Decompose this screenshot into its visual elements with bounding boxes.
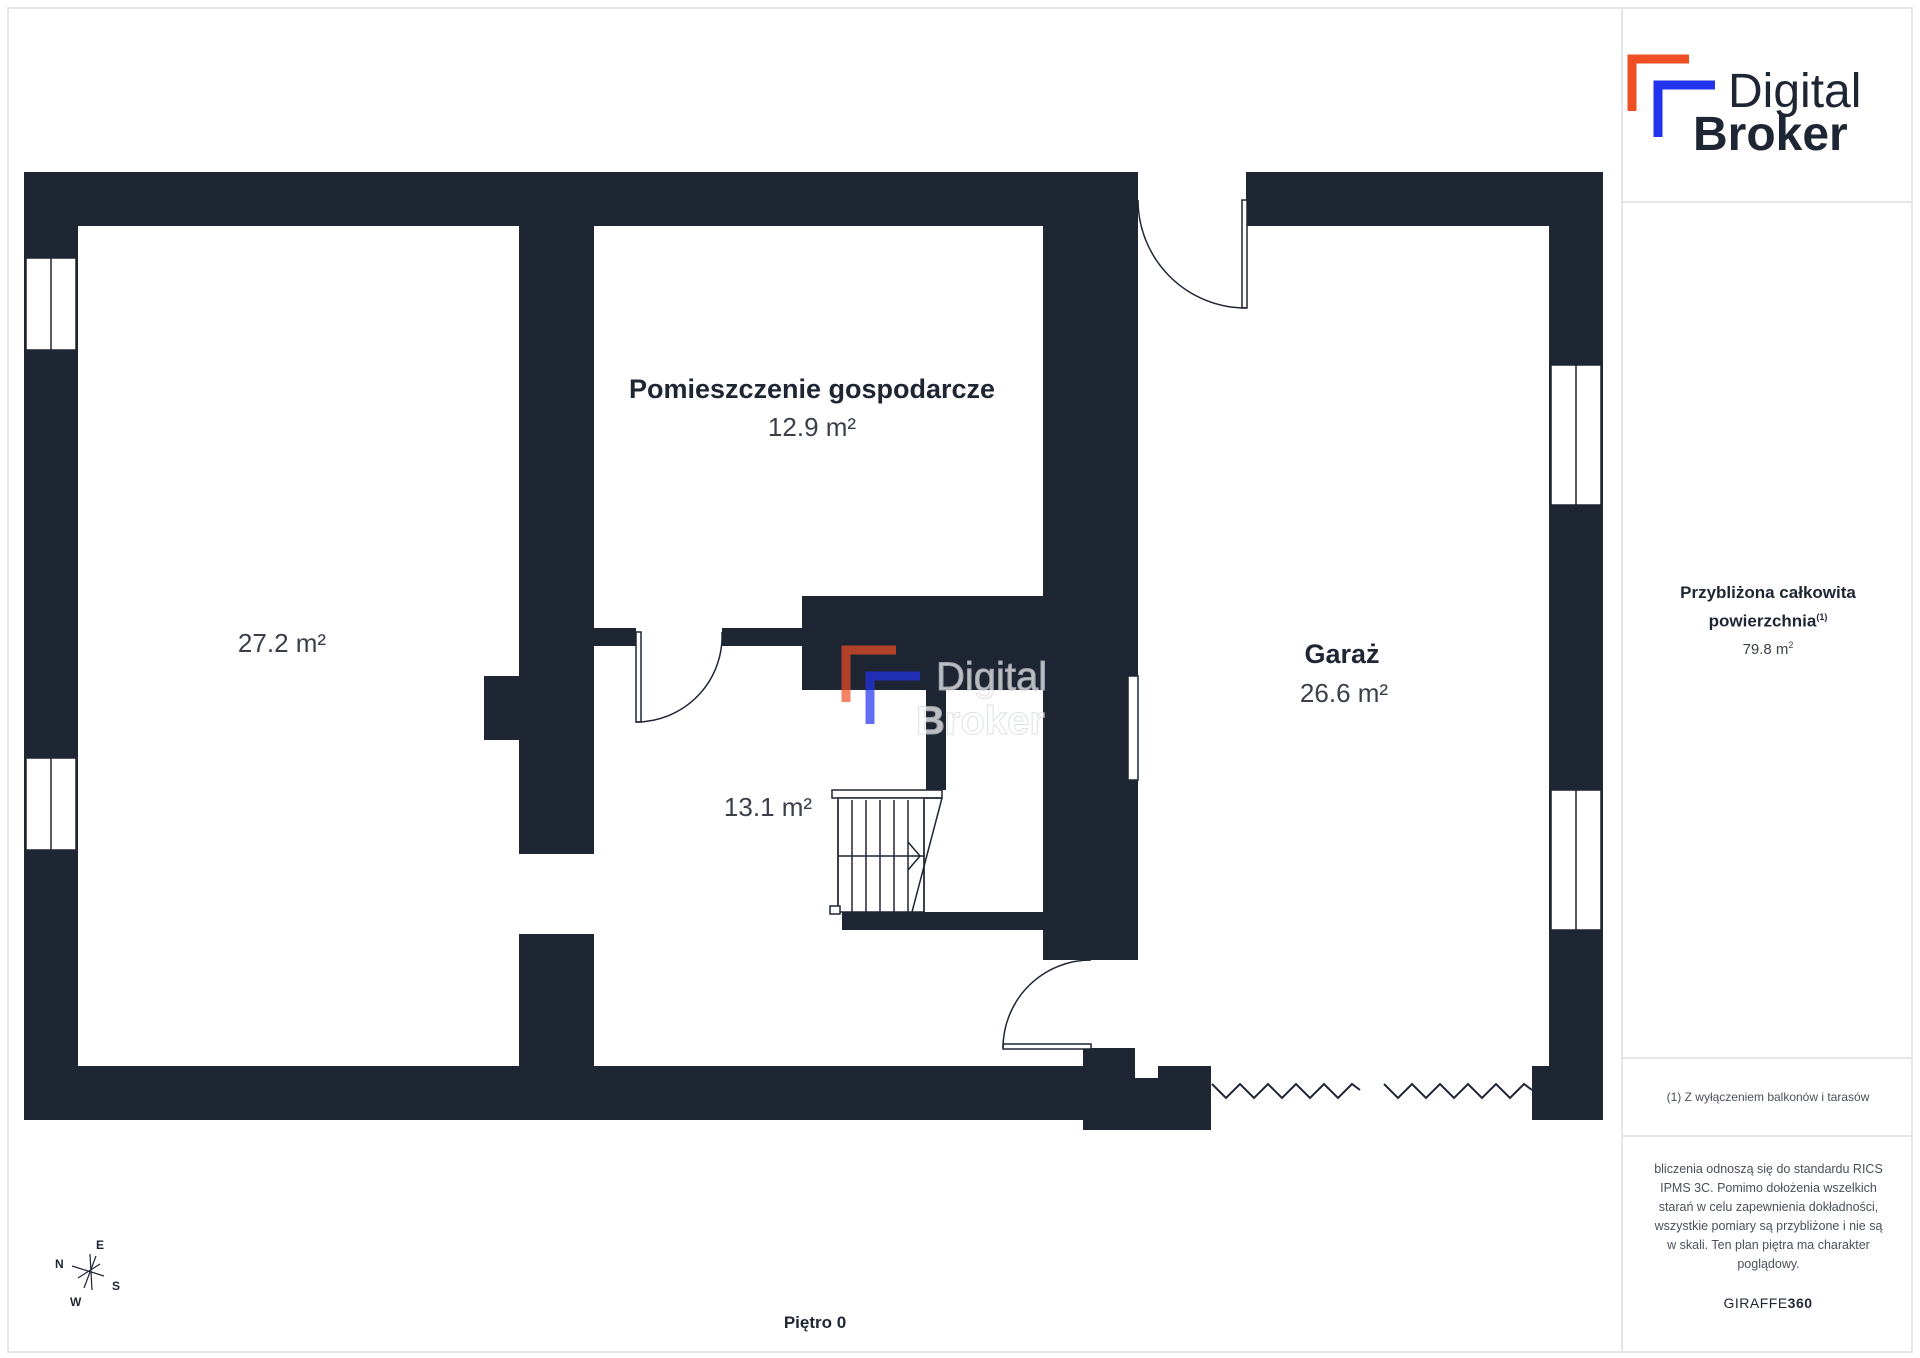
wall-core-right (1043, 690, 1138, 958)
floor-label: Piętro 0 (783, 1313, 847, 1332)
door-entrance-top (1137, 199, 1248, 309)
brand-logo: Digital Broker (1623, 7, 1913, 203)
room-left-area: 27.2 m² (238, 628, 326, 658)
room-labels: Pomieszczenie gospodarcze 12.9 m² 27.2 m… (238, 374, 1388, 822)
page-frame (7, 7, 1913, 1353)
total-area-label-text: Przybliżona całkowita powierzchnia (1680, 583, 1856, 631)
total-area-label-sup: (1) (1816, 612, 1828, 622)
logo-text-broker: Broker (1693, 108, 1848, 161)
compass-e: E (96, 1238, 104, 1252)
watermark-text-broker: Broker (916, 699, 1045, 743)
compass-icon (71, 1253, 105, 1291)
door-storage (635, 631, 723, 723)
watermark-text-digital: Digital (936, 655, 1047, 699)
sidebar: Digital Broker Przybliżona całkowita pow… (1621, 7, 1913, 1353)
window-right-1 (1550, 364, 1602, 506)
walls (24, 172, 1603, 1130)
room-garage-area: 26.6 m² (1300, 678, 1388, 708)
window-left-1 (25, 257, 77, 351)
wall-divider-lower (519, 934, 594, 1084)
room-storage-name: Pomieszczenie gospodarcze (629, 374, 995, 404)
folding-door-right (1383, 1082, 1533, 1100)
wall-top-right (1246, 172, 1603, 226)
doors (635, 199, 1248, 1050)
wall-storage-bottom (802, 596, 1138, 690)
room-storage-area: 12.9 m² (768, 412, 856, 442)
total-area: Przybliżona całkowita powierzchnia(1) 79… (1623, 581, 1913, 658)
total-area-label: Przybliżona całkowita powierzchnia(1) (1668, 581, 1868, 634)
total-area-value: 79.8 m2 (1623, 640, 1913, 658)
total-area-value-sup: 2 (1788, 639, 1794, 650)
windows (25, 257, 1602, 931)
door-garage-hall (1002, 959, 1092, 1050)
stairs (829, 789, 943, 915)
window-right-2 (1550, 789, 1602, 931)
compass-s: S (112, 1279, 120, 1293)
footnote: (1) Z wyłączeniem balkonów i tarasów (1623, 1057, 1913, 1137)
wall-right (1549, 172, 1603, 1120)
disclaimer: bliczenia odnoszą się do standardu RICS … (1654, 1162, 1883, 1271)
folding-door-left (1211, 1082, 1361, 1100)
garage-folding-doors (1211, 1082, 1533, 1100)
wall-divider-upper (519, 172, 594, 854)
wall-core-left (926, 690, 946, 790)
room-hall-area: 13.1 m² (724, 792, 812, 822)
room-garage-name: Garaż (1304, 639, 1379, 669)
brand-light: GIRAFFE (1723, 1295, 1788, 1311)
wall-bottom-mid (1158, 1066, 1211, 1130)
compass-rose: N E S W (55, 1238, 120, 1309)
window-inner-garage (1127, 675, 1139, 781)
giraffe360-brand: GIRAFFE360 (1623, 1295, 1913, 1311)
logo-text-digital: Digital (1728, 65, 1861, 118)
wall-storage-bottom-thin2 (722, 628, 804, 646)
compass-w: W (70, 1295, 82, 1309)
wall-pillar (484, 676, 554, 740)
window-left-2 (25, 757, 77, 851)
wall-storage-bottom-thin (594, 628, 636, 646)
compass-n: N (55, 1257, 64, 1271)
brand-bold: 360 (1787, 1295, 1813, 1311)
total-area-value-text: 79.8 m (1742, 640, 1789, 658)
logo-mark: Digital Broker (1627, 54, 1861, 161)
watermark-logo: Digital Broker (841, 645, 1048, 744)
